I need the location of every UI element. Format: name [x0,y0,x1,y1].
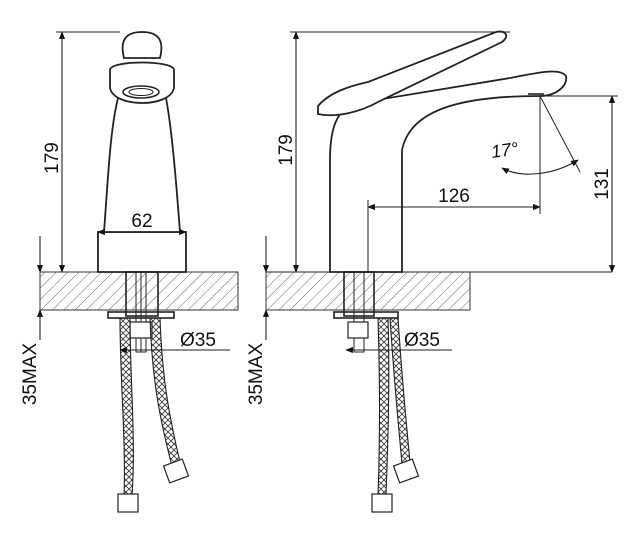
side-hole-label: Ø35 [404,330,440,351]
side-hose-fitting-right [392,458,420,484]
front-aerator-inner [128,88,154,96]
side-handle-lever [317,30,508,117]
side-hose-fitting-left [371,493,393,513]
side-washer [333,311,399,319]
front-hose-right [149,317,181,467]
side-reach-label: 126 [438,186,470,207]
side-countertop [265,271,471,311]
side-angle-ray [539,95,581,173]
front-height-label: 179 [42,142,63,174]
front-nut [129,321,153,339]
front-faucet-body [97,231,187,273]
front-view: 179 62 Ø35 35MAX [20,31,239,513]
front-hose-fitting-right [162,458,190,484]
front-countertop [39,271,239,311]
side-spout-height-label: 131 [592,168,613,200]
side-view: 179 131 126 17° Ø35 35MAX [246,30,618,513]
side-hose-left [377,317,390,497]
front-aerator [122,85,160,99]
front-hose-fitting-left [117,493,139,513]
side-nut [347,321,369,339]
side-height-label: 179 [276,134,297,166]
front-hole-label: Ø35 [180,330,216,351]
front-thickness-label: 35MAX [20,343,41,406]
front-width-label: 62 [131,211,152,232]
side-thickness-label: 35MAX [246,343,267,406]
front-handle [121,31,163,59]
front-hose-left [119,317,134,497]
side-angle-label: 17° [490,138,520,162]
side-angle-arc [501,159,579,175]
front-head [109,61,175,104]
